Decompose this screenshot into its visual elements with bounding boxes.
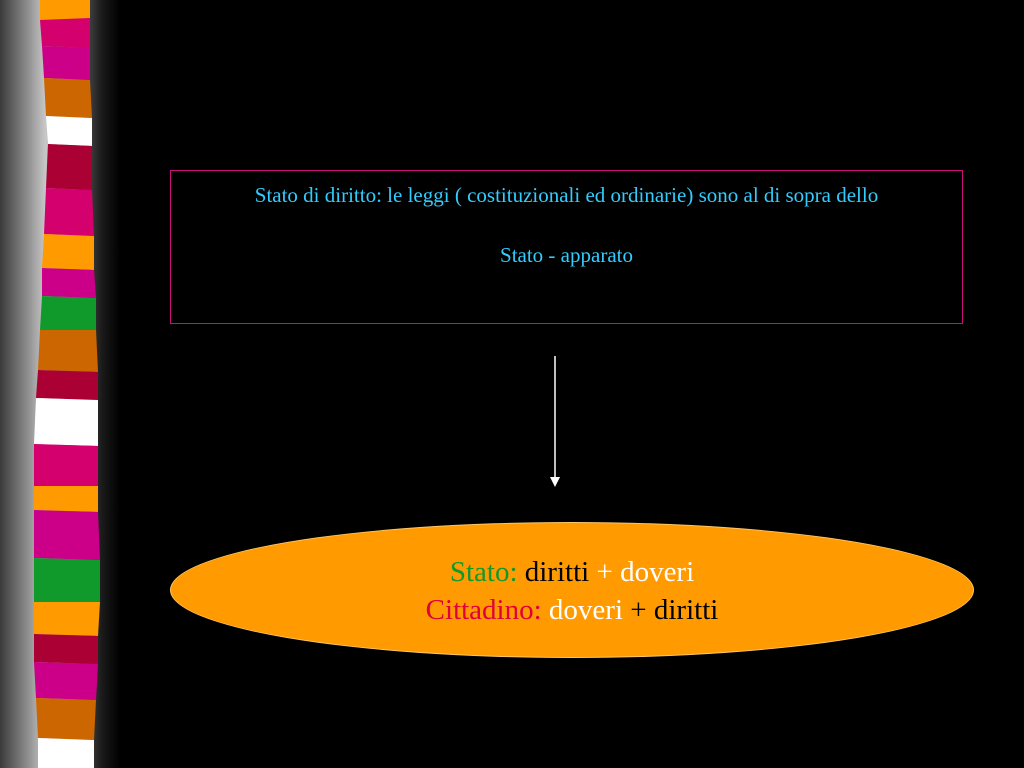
cittadino-word-2: diritti: [653, 594, 719, 626]
definition-line-1: Stato di diritto: le leggi ( costituzion…: [254, 183, 879, 207]
stato-row: Stato: diritti + doveri: [171, 553, 973, 591]
definition-line-2: Stato - apparato: [500, 243, 633, 267]
stato-plus: +: [596, 556, 613, 588]
stato-word-1: diritti: [524, 556, 590, 588]
decorative-stripe-column: [34, 0, 100, 768]
cittadino-word-1: doveri: [548, 594, 624, 626]
definition-box: Stato di diritto: le leggi ( costituzion…: [170, 170, 963, 324]
rights-duties-ellipse: Stato: diritti + doveri Cittadino: dover…: [170, 522, 974, 658]
down-arrow: [550, 356, 560, 487]
cittadino-label: Cittadino:: [425, 594, 542, 626]
cittadino-plus: +: [630, 594, 647, 626]
stato-word-2: doveri: [620, 556, 695, 588]
stato-label: Stato:: [449, 556, 518, 588]
cittadino-row: Cittadino: doveri + diritti: [171, 591, 973, 629]
